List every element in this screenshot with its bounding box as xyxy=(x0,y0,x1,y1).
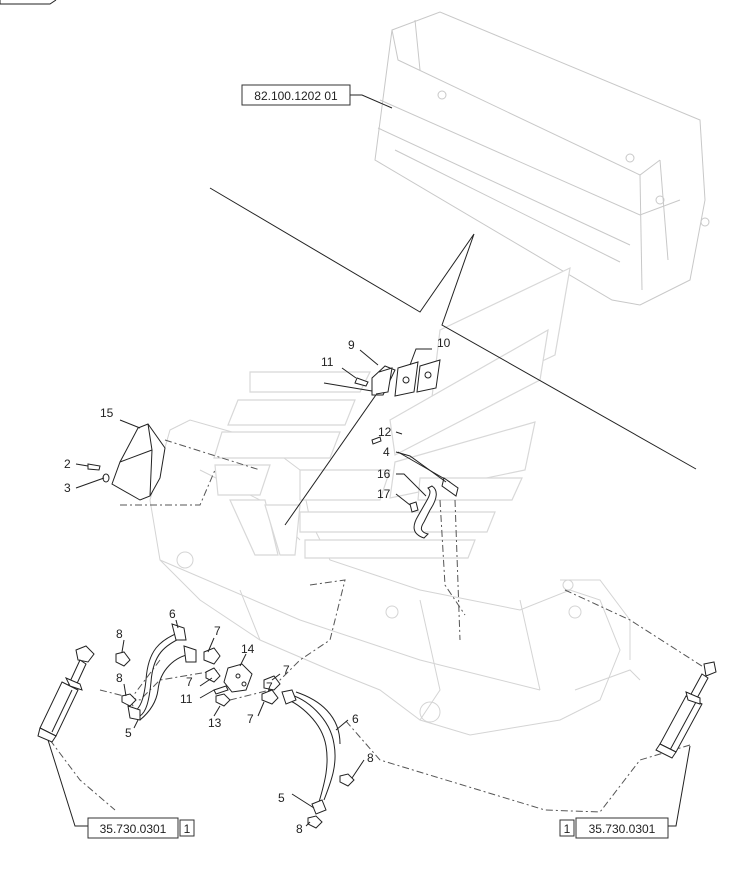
callout-7: 7 xyxy=(266,680,273,694)
callout-8: 8 xyxy=(116,671,123,685)
cover-plate-15[interactable] xyxy=(111,423,166,501)
callout-8: 8 xyxy=(296,822,303,836)
guide-lines xyxy=(209,187,697,526)
callout-5: 5 xyxy=(125,726,132,740)
callout-17: 17 xyxy=(377,487,391,501)
callout-2: 2 xyxy=(64,457,71,471)
reference-bottom-left-qty: 1 xyxy=(184,822,191,836)
pipe-4[interactable] xyxy=(397,451,459,497)
reference-bottom-left[interactable]: 35.730.0301 1 xyxy=(87,817,195,839)
reference-bottom-right-code: 35.730.0301 xyxy=(589,822,656,836)
callout-6: 6 xyxy=(352,712,359,726)
fitting-7-right[interactable] xyxy=(261,675,281,705)
callout-8: 8 xyxy=(367,751,374,765)
bracket-plate-10[interactable] xyxy=(394,359,441,397)
fitting-8-left-b[interactable] xyxy=(121,693,137,707)
hydraulic-cylinder-left[interactable] xyxy=(37,645,95,743)
fitting-8-right-a[interactable] xyxy=(339,773,355,787)
reference-bottom-right[interactable]: 1 35.730.0301 xyxy=(559,817,669,839)
fitting-13[interactable] xyxy=(215,693,231,707)
callout-12: 12 xyxy=(378,425,392,439)
reference-top-text: 82.100.1202 01 xyxy=(254,89,338,103)
callout-14: 14 xyxy=(241,642,255,656)
hose-assembly-left[interactable] xyxy=(127,623,197,721)
callout-10: 10 xyxy=(437,336,451,350)
callout-11: 11 xyxy=(321,355,334,369)
callout-6: 6 xyxy=(169,607,176,621)
page-tab-corner xyxy=(0,0,57,5)
hydraulic-cylinder-right[interactable] xyxy=(655,661,717,759)
callout-4: 4 xyxy=(383,445,390,459)
screw-2[interactable] xyxy=(87,463,101,471)
callout-5: 5 xyxy=(278,791,285,805)
bucket-background xyxy=(374,11,710,306)
bracket-plate-9[interactable] xyxy=(371,365,396,396)
pipe-16[interactable] xyxy=(413,485,437,539)
callout-15: 15 xyxy=(100,406,114,420)
callout-7: 7 xyxy=(186,675,193,689)
fitting-7-left[interactable] xyxy=(203,647,221,683)
seal-17[interactable] xyxy=(409,501,419,513)
callout-7: 7 xyxy=(247,712,254,726)
callout-3: 3 xyxy=(64,481,71,495)
pin-12[interactable] xyxy=(371,436,382,445)
callout-7: 7 xyxy=(283,663,290,677)
fitting-8-left-a[interactable] xyxy=(115,651,131,667)
callout-7: 7 xyxy=(214,624,221,638)
callout-8: 8 xyxy=(116,627,123,641)
watermark-logo xyxy=(213,266,571,559)
reference-bottom-left-code: 35.730.0301 xyxy=(100,822,167,836)
fitting-8-right-b[interactable] xyxy=(307,815,323,829)
callout-11: 11 xyxy=(180,692,193,706)
callout-16: 16 xyxy=(377,467,391,481)
loader-frame-background xyxy=(149,419,641,736)
callout-9: 9 xyxy=(348,338,355,352)
leader-lines xyxy=(47,94,691,827)
callout-labels: 9 10 11 15 2 3 12 4 16 17 6 7 8 14 7 8 7… xyxy=(64,336,451,836)
bolt-11[interactable] xyxy=(354,377,369,387)
bolt-11-lower[interactable] xyxy=(213,685,229,695)
valve-block-14[interactable] xyxy=(223,663,253,693)
reference-bottom-right-qty: 1 xyxy=(564,822,571,836)
hose-assembly-right[interactable] xyxy=(281,689,341,815)
callout-13: 13 xyxy=(208,716,222,730)
reference-top[interactable]: 82.100.1202 01 xyxy=(241,84,351,106)
